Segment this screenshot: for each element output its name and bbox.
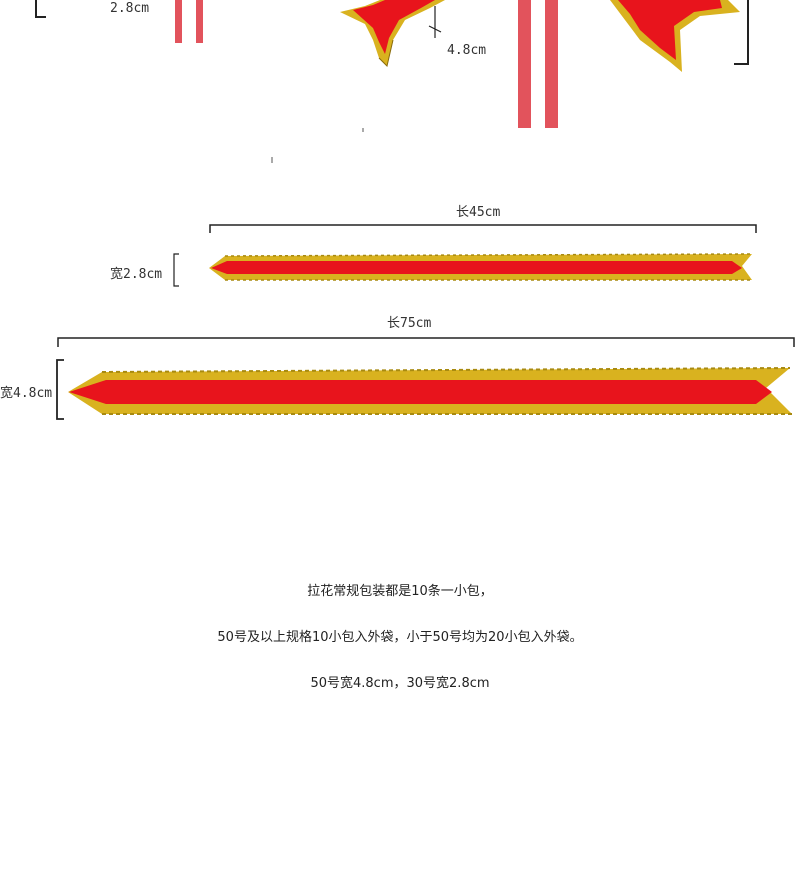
hanging-ribbon-left xyxy=(175,0,203,43)
paper-star-right xyxy=(610,0,740,72)
small-ribbon-image xyxy=(209,253,753,281)
speck-2 xyxy=(271,157,273,163)
small-ribbon-width-label: 宽2.8cm xyxy=(110,267,163,282)
left-width-label: 2.8cm xyxy=(110,1,150,16)
packaging-note-3: 50号宽4.8cm，30号宽2.8cm xyxy=(310,676,490,691)
hanging-ribbon-center xyxy=(518,0,558,128)
left-width-bracket xyxy=(35,0,46,18)
large-ribbon-width-bracket xyxy=(56,359,64,420)
small-ribbon-length-dimension xyxy=(209,224,757,233)
large-ribbon-length-label: 长75cm xyxy=(387,316,432,331)
star-width-label: 4.8cm xyxy=(447,43,487,58)
large-ribbon-length-dimension xyxy=(57,337,795,347)
large-ribbon-width-label: 宽4.8cm xyxy=(0,386,53,401)
paper-star-center xyxy=(340,0,445,67)
packaging-note-2: 50号及以上规格10小包入外袋，小于50号均为20小包入外袋。 xyxy=(217,630,583,645)
star-width-marker xyxy=(428,6,442,38)
right-height-bracket xyxy=(734,0,749,65)
small-ribbon-length-label: 长45cm xyxy=(456,205,501,220)
packaging-note-1: 拉花常规包装都是10条一小包， xyxy=(307,584,493,599)
large-ribbon-image xyxy=(68,367,792,415)
small-ribbon-width-bracket xyxy=(173,253,179,287)
speck-1 xyxy=(362,128,364,132)
